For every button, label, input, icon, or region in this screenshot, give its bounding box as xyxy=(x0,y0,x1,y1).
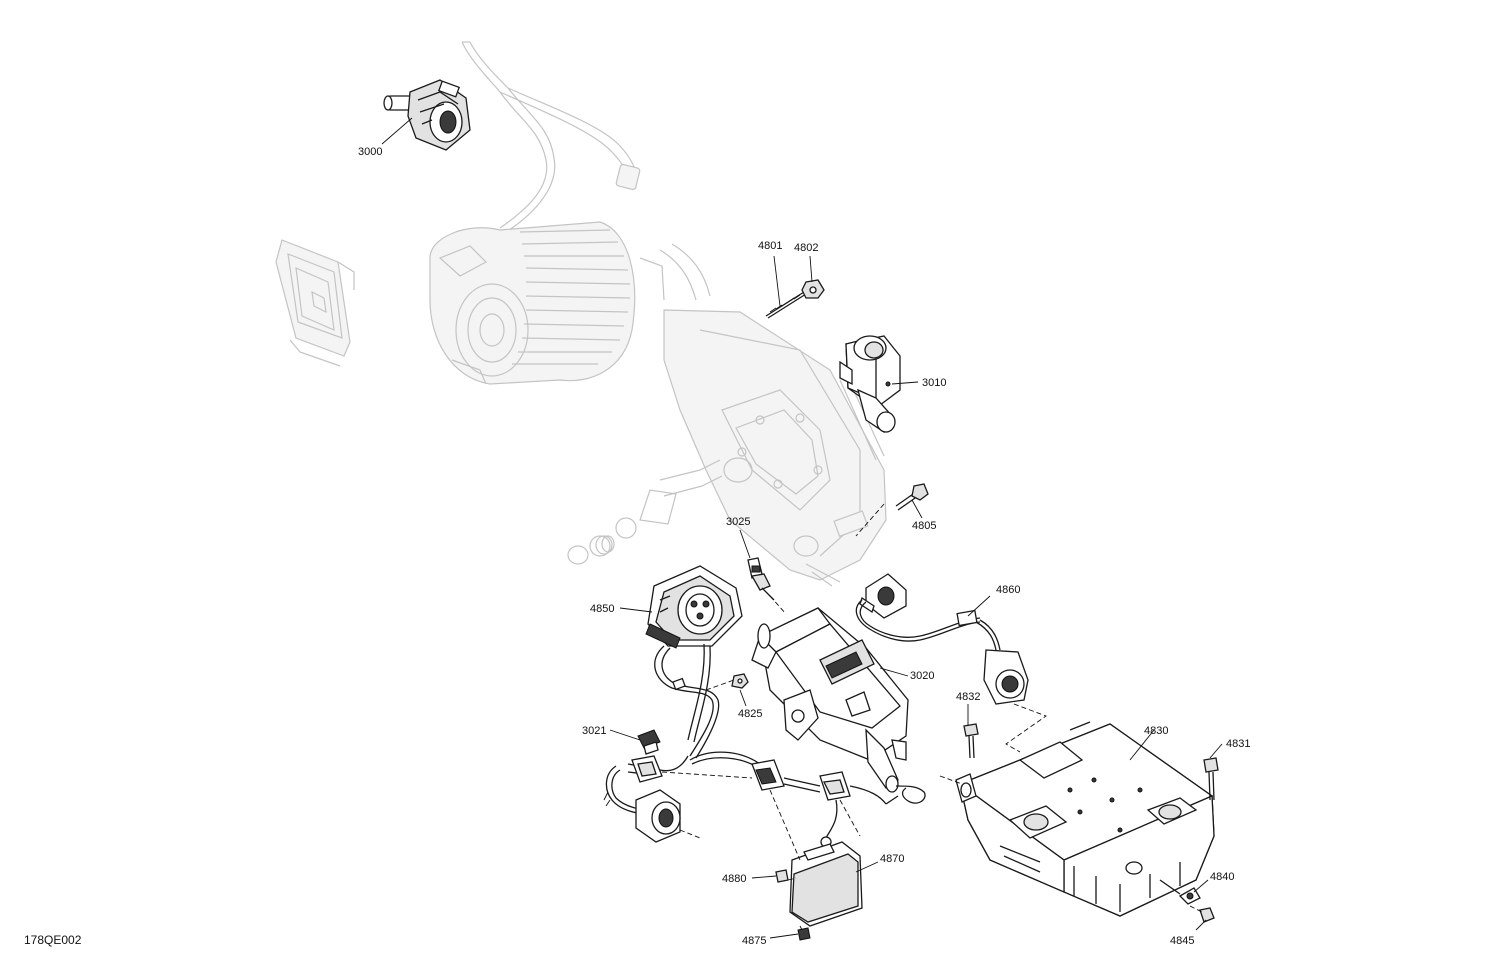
callout-4880: 4880 xyxy=(722,873,746,885)
callout-3000: 3000 xyxy=(358,146,382,158)
part-4845-fitting xyxy=(1199,907,1215,923)
callout-4850: 4850 xyxy=(590,603,614,615)
part-3020-heater xyxy=(751,607,926,805)
callout-4870: 4870 xyxy=(880,853,904,865)
callout-3010: 3010 xyxy=(922,377,946,389)
part-4802-nut xyxy=(801,279,825,299)
part-4870-control-unit xyxy=(789,841,863,927)
callout-4860: 4860 xyxy=(996,584,1020,596)
callout-labels: 3000 4801 4802 3010 4805 3025 4850 4860 … xyxy=(358,146,1250,947)
part-4875-nut xyxy=(797,927,811,941)
ghost-harness-loop xyxy=(461,41,641,233)
part-3000-coolant-pump xyxy=(383,79,471,151)
callout-4845: 4845 xyxy=(1170,935,1194,947)
ghost-electric-motor xyxy=(429,221,636,385)
part-4840-fitting xyxy=(1159,879,1201,905)
callout-4802: 4802 xyxy=(794,242,818,254)
part-4805-bolt xyxy=(895,483,929,511)
part-4830-control-module xyxy=(955,721,1215,917)
callout-4840: 4840 xyxy=(1210,871,1234,883)
part-4801-stud xyxy=(765,291,807,319)
part-4831-bolt xyxy=(1203,757,1219,801)
ghost-inverter-housing xyxy=(639,243,887,587)
callout-4805: 4805 xyxy=(912,520,936,532)
part-4850-charge-port xyxy=(645,565,743,649)
part-4825-nut xyxy=(731,673,749,689)
part-charge-harness xyxy=(603,643,887,848)
callout-3020: 3020 xyxy=(910,670,934,682)
callout-4832: 4832 xyxy=(956,691,980,703)
callout-4830: 4830 xyxy=(1144,725,1168,737)
ghost-context-parts xyxy=(275,41,887,587)
callout-4875: 4875 xyxy=(742,935,766,947)
callout-4825: 4825 xyxy=(738,708,762,720)
callout-leader-lines xyxy=(381,117,1223,939)
part-3021-clip xyxy=(637,729,661,755)
part-4860-harness xyxy=(855,573,1029,705)
part-4880-screw xyxy=(775,869,789,883)
callout-4801: 4801 xyxy=(758,240,782,252)
ghost-seal-rings xyxy=(567,517,637,565)
assembly-dashed-lines xyxy=(661,503,1203,931)
callout-3025: 3025 xyxy=(726,516,750,528)
ghost-ecu-bracket xyxy=(275,239,355,367)
part-4832-screw xyxy=(963,723,979,759)
part-3025-sensor xyxy=(747,557,775,601)
callout-4831: 4831 xyxy=(1226,738,1250,750)
figure-reference-code: 178QE002 xyxy=(24,933,82,947)
callout-3021: 3021 xyxy=(582,725,606,737)
part-3010-valve xyxy=(839,335,901,433)
